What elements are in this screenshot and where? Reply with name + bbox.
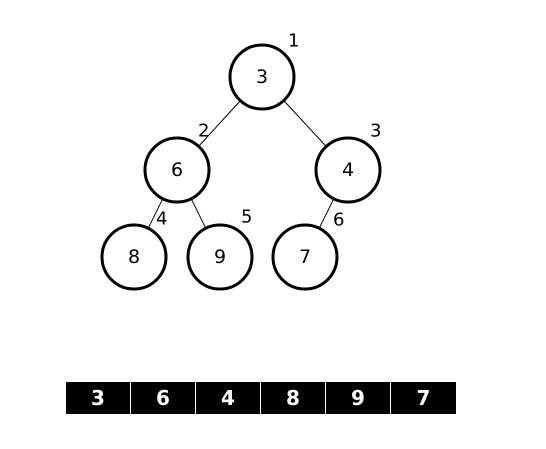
node-index-label: 2 [198,121,209,142]
tree-edge [190,198,207,229]
tree-node: 31 [228,31,299,111]
node-value: 9 [214,246,226,268]
node-value: 4 [342,159,354,181]
node-value: 7 [299,246,311,268]
node-index-label: 5 [241,207,252,228]
node-value: 8 [128,246,140,268]
node-circle [271,223,339,291]
array-cell: 4 [196,382,261,414]
node-circle [100,223,168,291]
tree-node: 84 [100,209,168,291]
tree-edge [147,198,164,229]
tree-edge [198,100,241,147]
node-index-label: 1 [288,31,299,52]
tree-edge [283,100,327,147]
node-index-label: 4 [156,209,167,230]
tree-node: 76 [271,210,344,291]
node-value: 3 [256,66,268,88]
array-cell: 7 [391,382,456,414]
array-cell: 8 [261,382,326,414]
node-circle [186,223,254,291]
tree-node: 95 [186,207,254,291]
node-circle [314,136,382,204]
tree-edges [147,100,335,229]
heap-array: 3 6 4 8 9 7 [66,382,456,414]
node-value: 6 [171,159,183,181]
array-cell: 3 [66,382,131,414]
tree-node: 43 [314,121,382,204]
array-cell: 6 [131,382,196,414]
node-index-label: 3 [370,121,381,142]
node-index-label: 6 [333,210,344,231]
tree-edge [318,198,335,229]
node-circle [143,136,211,204]
node-circle [228,43,296,111]
tree-node: 62 [143,121,211,204]
array-cell: 9 [326,382,391,414]
